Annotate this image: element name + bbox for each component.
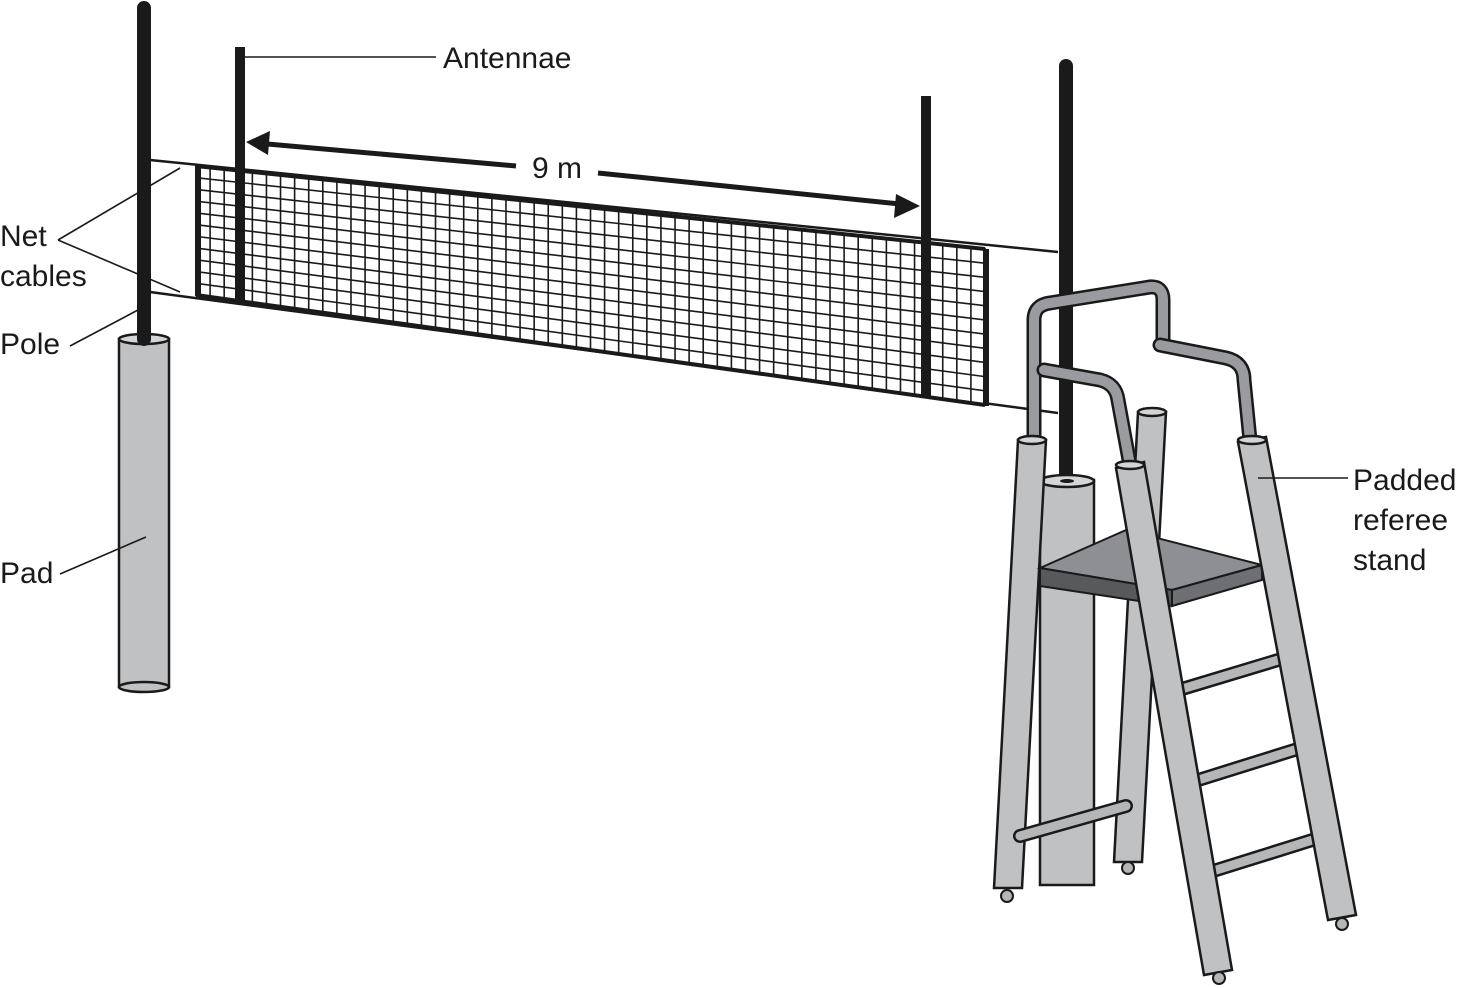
net-mesh	[195, 164, 989, 407]
referee-stand	[992, 279, 1358, 985]
net-cables-label-line2: cables	[0, 260, 87, 293]
stand-hand-rails	[1026, 279, 1258, 473]
net-mesh-horizontal	[196, 247, 985, 350]
net-mesh-horizontal	[196, 259, 985, 364]
net-mesh-horizontal	[196, 176, 985, 264]
distance-label: 9 m	[532, 152, 582, 185]
referee-stand-label-line2: referee	[1353, 504, 1448, 537]
leader-lines	[57, 56, 1348, 575]
distance-arrow	[246, 131, 920, 218]
net-mesh-horizontal	[196, 270, 985, 378]
ladder-right-rail	[1236, 434, 1358, 931]
net-mesh-horizontal	[196, 235, 985, 335]
referee-stand-label-line3: stand	[1353, 544, 1426, 577]
referee-stand-label-line1: Padded	[1353, 464, 1456, 497]
pole-label: Pole	[0, 328, 60, 361]
left-pole-pad	[117, 332, 171, 694]
net-mesh-horizontal	[196, 200, 985, 293]
net-cables-label-line1: Net	[0, 220, 47, 253]
net-mesh-horizontal	[196, 223, 985, 321]
stand-side-rung	[1013, 799, 1133, 843]
net-mesh-horizontal	[196, 212, 985, 307]
stand-front-left-leg	[992, 434, 1048, 903]
ladder-left-rail	[1114, 459, 1234, 985]
net-mesh-horizontal	[196, 282, 985, 392]
pad-label: Pad	[0, 557, 53, 590]
left-pole	[137, 1, 151, 346]
net-mesh-horizontal	[196, 188, 985, 279]
antennae-label: Antennae	[443, 42, 571, 75]
ladder-rungs	[1165, 650, 1329, 879]
